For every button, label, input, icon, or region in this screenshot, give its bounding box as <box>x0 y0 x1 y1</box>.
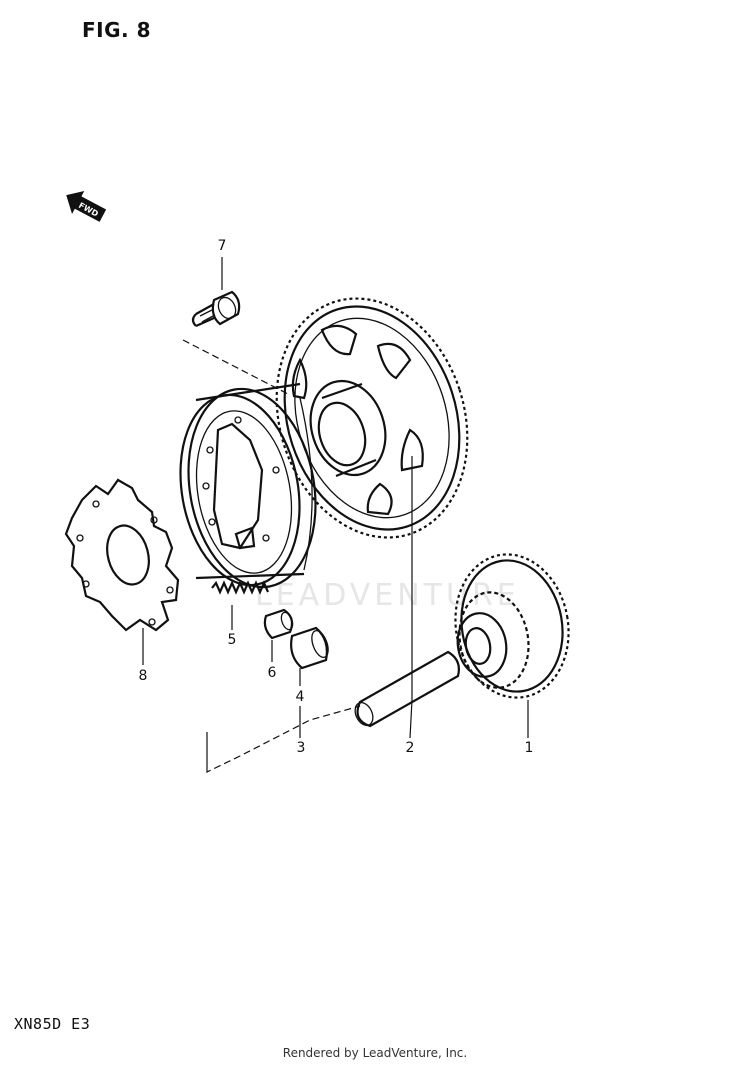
pin-part-6 <box>263 608 294 640</box>
model-code: XN85D E3 <box>14 1015 91 1033</box>
plate-part-8 <box>64 478 180 632</box>
idle-gear-part-1 <box>454 553 570 699</box>
figure-title: FIG. 8 <box>82 18 151 42</box>
callout-6: 6 <box>268 665 277 681</box>
spring-part-5 <box>211 580 270 595</box>
callout-7: 7 <box>218 238 227 254</box>
callout-3: 3 <box>297 740 306 756</box>
callout-1: 1 <box>525 740 534 756</box>
shaft-part-2 <box>354 650 460 728</box>
callout-8: 8 <box>139 668 148 684</box>
footer-credit: Rendered by LeadVenture, Inc. <box>282 1046 468 1060</box>
watermark-text: LEADVENTURE <box>255 578 520 613</box>
callout-2: 2 <box>406 740 415 756</box>
starter-clutch-body <box>179 382 317 589</box>
callout-4: 4 <box>296 689 305 705</box>
fwd-arrow-icon: FWD <box>66 191 107 222</box>
callout-5: 5 <box>228 632 237 648</box>
bolt-part-7 <box>191 257 241 328</box>
roller-part-4 <box>290 626 329 670</box>
starter-driven-gear <box>275 297 469 539</box>
